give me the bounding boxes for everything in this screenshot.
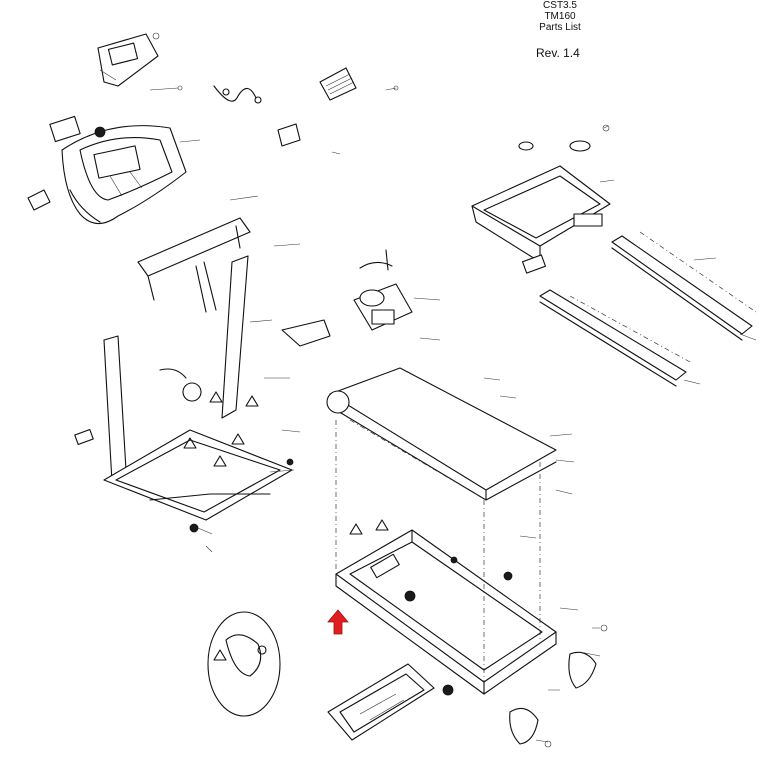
title-block: CST3.5 TM160 Parts List	[520, 0, 600, 33]
model-code: CST3.5	[543, 0, 577, 11]
console-assembly	[27, 33, 357, 225]
model-name: TM160	[544, 11, 576, 22]
leader-lines	[149, 87, 757, 743]
base-cover	[327, 663, 454, 741]
motor-assembly	[353, 249, 413, 331]
upright-frame	[74, 217, 331, 533]
revision-label: Rev. 1.4	[536, 46, 580, 60]
main-frame	[335, 420, 597, 745]
document-title: Parts List	[539, 22, 581, 33]
red-up-arrow-icon	[327, 609, 349, 635]
part-callouts	[152, 32, 610, 748]
motor-hood	[471, 140, 611, 274]
side-rails	[539, 231, 757, 387]
running-deck	[326, 367, 557, 501]
incline-detail-inset	[207, 611, 281, 717]
